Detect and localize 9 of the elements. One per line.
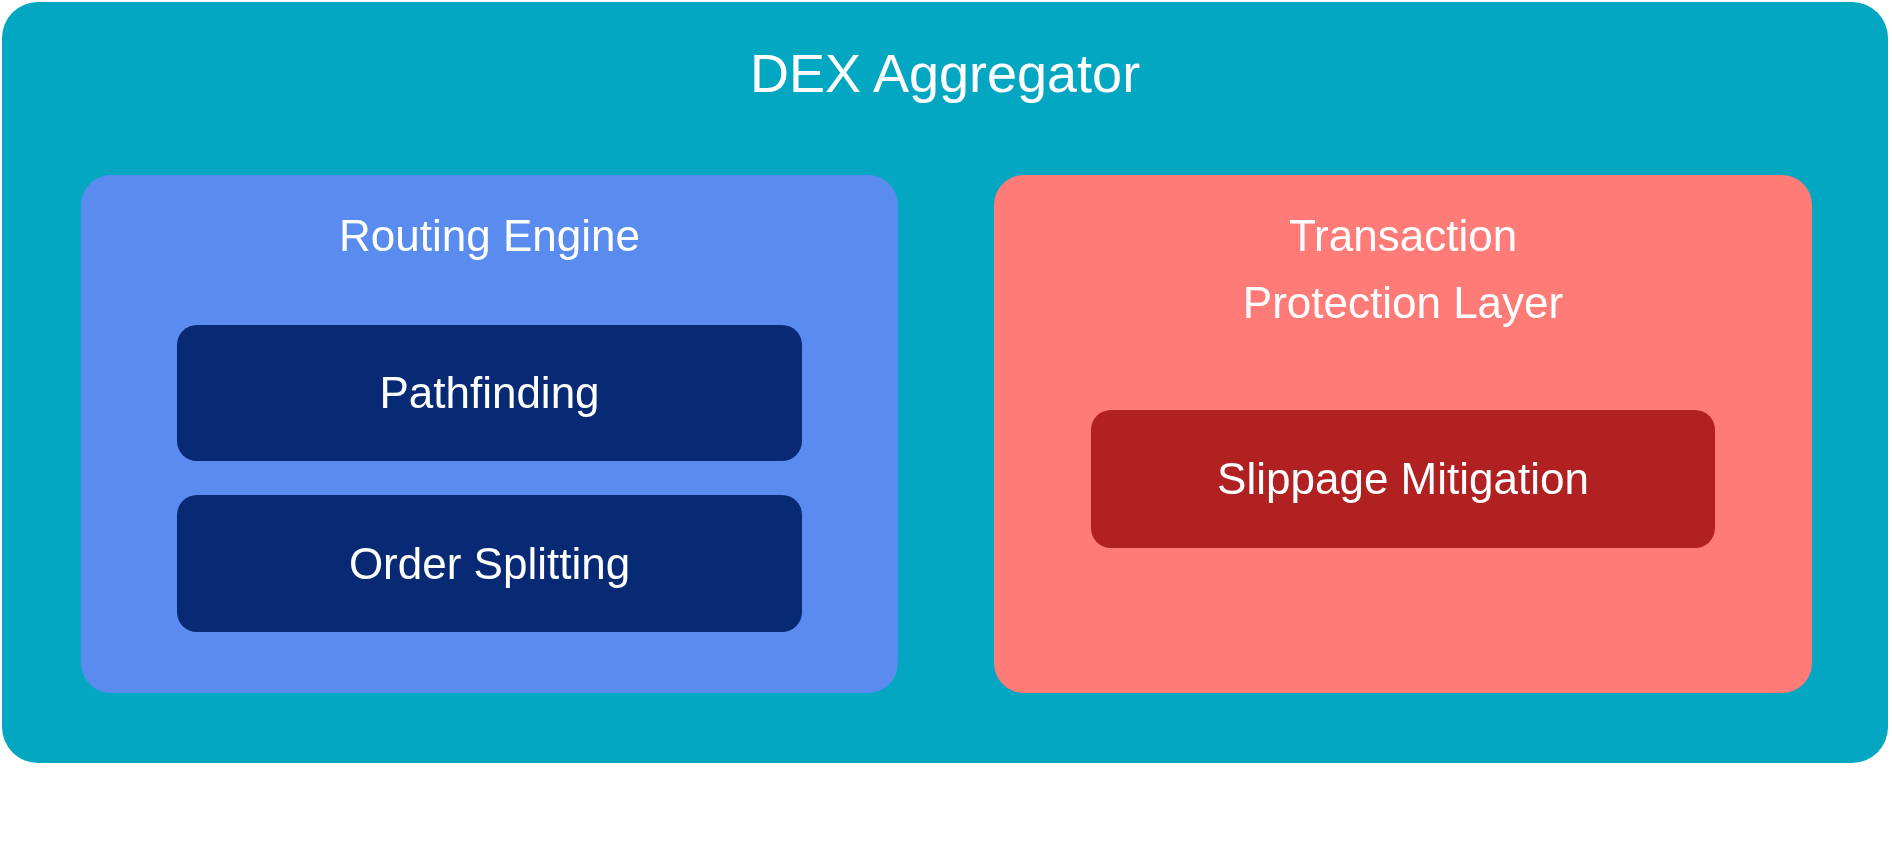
group-panel — [994, 175, 1812, 693]
process-box: Pathfinding — [177, 325, 802, 461]
outer-container — [2, 2, 1888, 763]
group-title: Routing Engine — [339, 210, 640, 262]
group-panel — [81, 175, 898, 693]
process-box: Order Splitting — [177, 495, 802, 632]
group-title: Transaction Protection Layer — [1241, 210, 1565, 329]
group-title: DEX Aggregator — [749, 42, 1141, 105]
process-box: Slippage Mitigation — [1091, 410, 1715, 548]
